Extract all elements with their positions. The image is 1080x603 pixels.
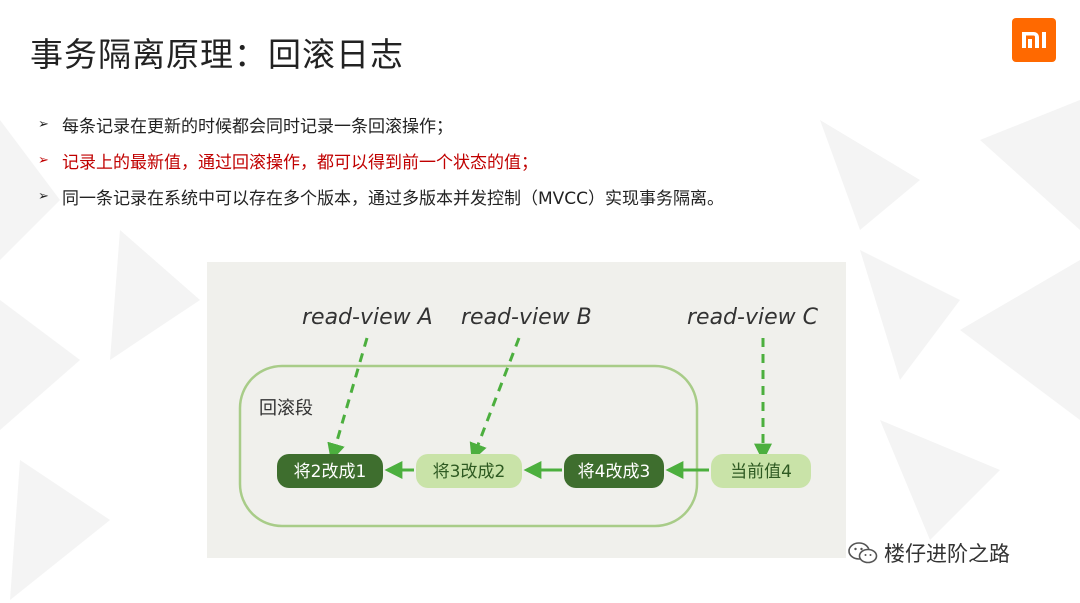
- bullet-arrow-icon: ➢: [38, 188, 49, 204]
- node-undo-4-to-3-label: 将4改成3: [578, 462, 651, 482]
- bullet-text: 同一条记录在系统中可以存在多个版本，通过多版本并发控制（MVCC）实现事务隔离。: [62, 188, 725, 209]
- node-current-value-label: 当前值4: [730, 462, 792, 482]
- rollback-segment-border: [238, 364, 699, 528]
- read-view-a-label: read-view A: [302, 305, 433, 330]
- bullet-text: 记录上的最新值，通过回滚操作，都可以得到前一个状态的值；: [62, 152, 538, 173]
- bullet-text: 每条记录在更新的时候都会同时记录一条回滚操作；: [62, 116, 453, 137]
- undo-log-diagram: read-view A read-view B read-view C 回滚段 …: [207, 262, 846, 558]
- read-view-b-label: read-view B: [461, 305, 592, 330]
- node-current-value: [711, 454, 811, 488]
- node-undo-3-to-2: [416, 454, 522, 488]
- rollback-segment-label: 回滚段: [259, 398, 313, 419]
- node-undo-2-to-1-label: 将2改成1: [294, 462, 367, 482]
- mi-logo-icon: [1012, 18, 1056, 62]
- watermark: 楼仔进阶之路: [848, 538, 1010, 568]
- page-title: 事务隔离原理：回滚日志: [30, 35, 404, 74]
- wechat-icon: [848, 542, 878, 564]
- bullet-arrow-icon: ➢: [38, 152, 49, 168]
- node-undo-2-to-1: [277, 454, 383, 488]
- read-view-b-arrow: [469, 337, 521, 462]
- bullet-item: ➢ 同一条记录在系统中可以存在多个版本，通过多版本并发控制（MVCC）实现事务隔…: [38, 178, 724, 214]
- bullet-list: ➢ 每条记录在更新的时候都会同时记录一条回滚操作； ➢ 记录上的最新值，通过回滚…: [38, 106, 724, 214]
- bullet-item: ➢ 每条记录在更新的时候都会同时记录一条回滚操作；: [38, 106, 724, 142]
- read-view-a-arrow: [327, 337, 369, 462]
- bullet-item-highlighted: ➢ 记录上的最新值，通过回滚操作，都可以得到前一个状态的值；: [38, 142, 724, 178]
- read-view-c-label: read-view C: [687, 305, 819, 330]
- node-undo-4-to-3: [564, 454, 664, 488]
- node-undo-3-to-2-label: 将3改成2: [433, 462, 506, 482]
- watermark-text: 楼仔进阶之路: [884, 542, 1010, 566]
- bullet-arrow-icon: ➢: [38, 116, 49, 132]
